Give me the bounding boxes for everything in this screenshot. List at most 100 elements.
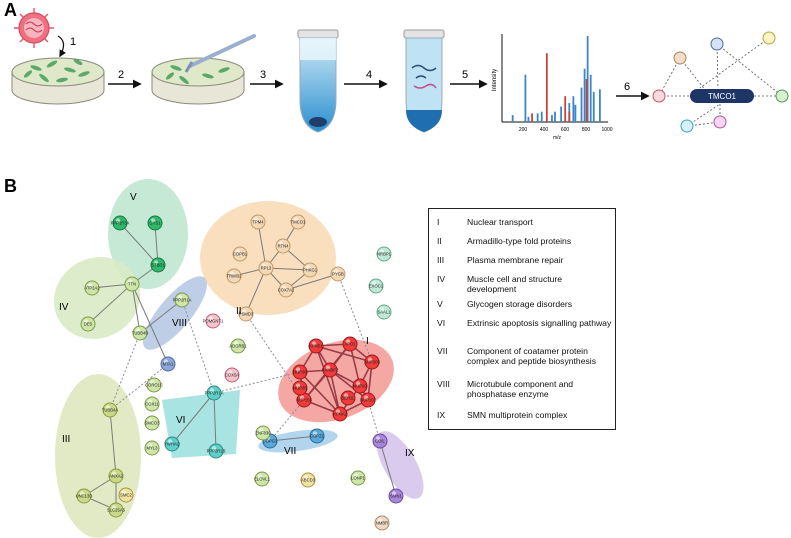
step-label-4: 4: [366, 69, 372, 81]
protein-node-label: UNC13D: [76, 494, 93, 499]
protein-node-label: TPM4: [252, 220, 264, 225]
spectrum-peak-blue: [511, 115, 514, 122]
node-highlight: [135, 328, 141, 333]
legend-num: IX: [437, 410, 446, 420]
legend-num: I: [437, 217, 440, 227]
spectrum-xlabel: m/z: [553, 135, 562, 141]
spectrum-peak-blue: [536, 113, 539, 122]
protein-node-label: SAAL1: [377, 310, 391, 315]
protein-node-label: SMC2: [120, 493, 132, 498]
legend-num: V: [437, 299, 443, 309]
node-highlight: [258, 428, 264, 433]
protein-node-label: EXOC1: [369, 284, 384, 289]
node-highlight: [209, 388, 215, 393]
protein-node-label: TRIM32: [227, 274, 243, 279]
spectrum-peak-blue: [540, 111, 543, 122]
virus-icon: [14, 8, 54, 48]
legend-num: III: [437, 255, 445, 265]
legend-text: Nuclear transport: [467, 217, 533, 227]
spectrum-peak-blue: [586, 36, 589, 122]
workflow-panel: 1 2 3: [11, 8, 789, 141]
node-highlight: [147, 418, 153, 423]
node-highlight: [295, 367, 301, 372]
spectrum-xtick: 600: [561, 127, 570, 133]
legend-text: Component of coatamer protein complex an…: [467, 346, 596, 366]
node-highlight: [278, 241, 284, 246]
cluster-label-vi: VI: [176, 415, 185, 426]
node-highlight: [391, 491, 397, 496]
network-center-label: TMCO1: [708, 92, 737, 101]
node-highlight: [115, 218, 121, 223]
legend-num: II: [437, 236, 442, 246]
protein-node-label: PPP2R1A: [205, 391, 224, 396]
step-label-3: 3: [260, 69, 266, 81]
spectrum-peak-red: [531, 113, 533, 122]
spectrum-ylabel: Intensity: [492, 69, 498, 91]
node-highlight: [150, 218, 156, 223]
panel-a-letter: A: [4, 0, 17, 20]
spectrum-peak-blue: [589, 74, 592, 122]
protein-node-label: SEH1L: [341, 396, 355, 401]
spectrum-peak-blue: [598, 89, 601, 122]
legend-num: VI: [437, 318, 446, 328]
cluster-label-i: I: [366, 336, 369, 347]
node-highlight: [379, 249, 385, 254]
cluster-v-area: [108, 179, 188, 289]
protein-node-label: COPG2: [263, 439, 278, 444]
node-highlight: [377, 518, 383, 523]
protein-node-label: COPB1: [233, 252, 248, 257]
node-highlight: [261, 263, 267, 268]
step-label-1: 1: [70, 36, 76, 48]
protein-node-label: COX7A2: [278, 288, 295, 293]
protein-node-label: RPL3: [261, 266, 272, 271]
legend-num: IV: [437, 274, 446, 284]
petri-dish-icon: [11, 57, 105, 105]
cluster-iii-area: [55, 374, 141, 538]
protein-node-label: KPNA2: [333, 412, 347, 417]
protein-node-label: MTA1: [163, 362, 175, 367]
protein-node-label: YWHAQ: [164, 442, 181, 447]
node-highlight: [355, 381, 361, 386]
tube-lysate-icon: [403, 29, 445, 133]
protein-node-label: ELOVL1: [254, 477, 271, 482]
protein-node-label: PPP2R1A: [173, 298, 192, 303]
node-highlight: [153, 260, 159, 265]
node-highlight: [127, 279, 133, 284]
node-highlight: [253, 217, 259, 222]
node-highlight: [83, 319, 89, 324]
protein-node-label: ZNF830: [255, 431, 271, 436]
spectrum-peak-blue: [574, 104, 577, 122]
panel-b-letter: B: [4, 176, 17, 196]
protein-node-label: PPP2R1B: [207, 449, 226, 454]
protein-node-label: XPO1: [344, 342, 356, 347]
protein-node-label: NUP107: [360, 398, 376, 403]
protein-node-label: NUP155: [296, 398, 312, 403]
spectrum-peak-blue: [560, 106, 563, 122]
protein-node-label: NUP93: [353, 384, 367, 389]
legend-text: Extrinsic apoptosis signalling pathway: [467, 318, 612, 328]
node-highlight: [227, 370, 233, 375]
protein-node-label: ABCD3: [301, 478, 316, 483]
protein-node-label: NRBP1: [377, 252, 392, 257]
node-highlight: [149, 380, 155, 385]
node-highlight: [305, 265, 311, 270]
protein-node-label: COIL: [375, 439, 385, 444]
spectrum-peak-blue: [551, 115, 553, 122]
legend-num: VIII: [437, 379, 450, 389]
interaction-network-icon: TMCO1: [652, 31, 789, 133]
node-highlight: [229, 271, 235, 276]
spectrum-xtick: 800: [582, 127, 591, 133]
protein-node-label: STBD1: [151, 263, 165, 268]
legend-text: Plasma membrane repair: [467, 255, 564, 265]
protein-node-label: NMBR: [376, 521, 388, 526]
protein-node-label: TUBB4B: [132, 331, 148, 336]
protein-node-label: POMGNT1: [203, 319, 224, 324]
protein-node-label: PYGB: [332, 272, 344, 277]
spectrum-peak-blue: [580, 87, 583, 122]
node-highlight: [345, 339, 351, 344]
protein-node-label: NUP205: [364, 360, 380, 365]
cluster-i-area: [278, 339, 394, 423]
